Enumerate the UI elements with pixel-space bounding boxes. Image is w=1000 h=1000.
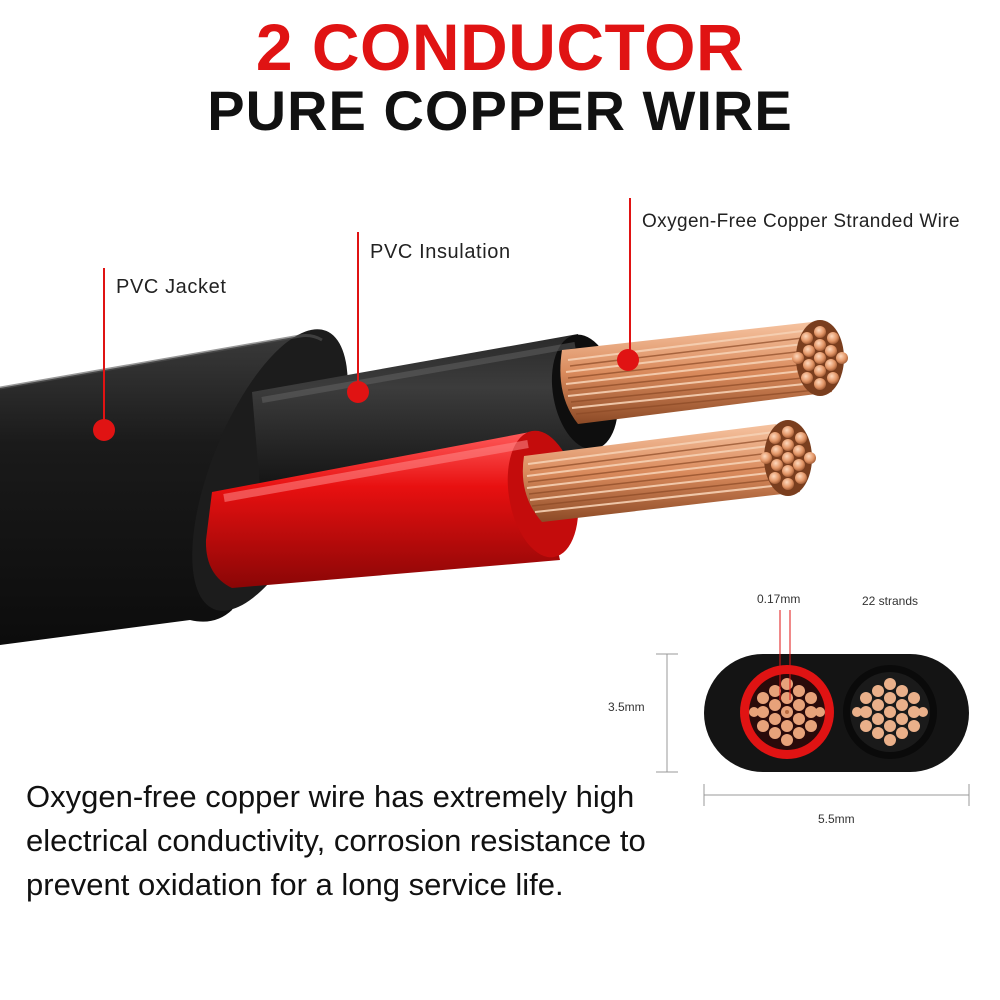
callout-jacket <box>93 268 115 441</box>
label-copper-strands: Oxygen-Free Copper Stranded Wire <box>642 211 960 232</box>
title-primary: 2 CONDUCTOR <box>255 10 745 84</box>
label-strand-count: 22 strands <box>862 594 919 608</box>
cross-section-diagram <box>656 610 970 806</box>
callout-insulation <box>347 232 369 403</box>
title-secondary: PURE COPPER WIRE <box>207 79 793 142</box>
label-height: 3.5mm <box>608 700 645 714</box>
callout-strands <box>617 198 639 371</box>
label-pvc-jacket: PVC Jacket <box>116 276 227 298</box>
description-text: Oxygen-free copper wire has extremely hi… <box>26 779 646 902</box>
copper-strands-upper <box>560 320 848 424</box>
label-pvc-insulation: PVC Insulation <box>370 241 511 263</box>
copper-strands-lower <box>522 420 816 522</box>
label-strand-diameter: 0.17mm <box>757 592 801 606</box>
label-width: 5.5mm <box>818 812 855 826</box>
